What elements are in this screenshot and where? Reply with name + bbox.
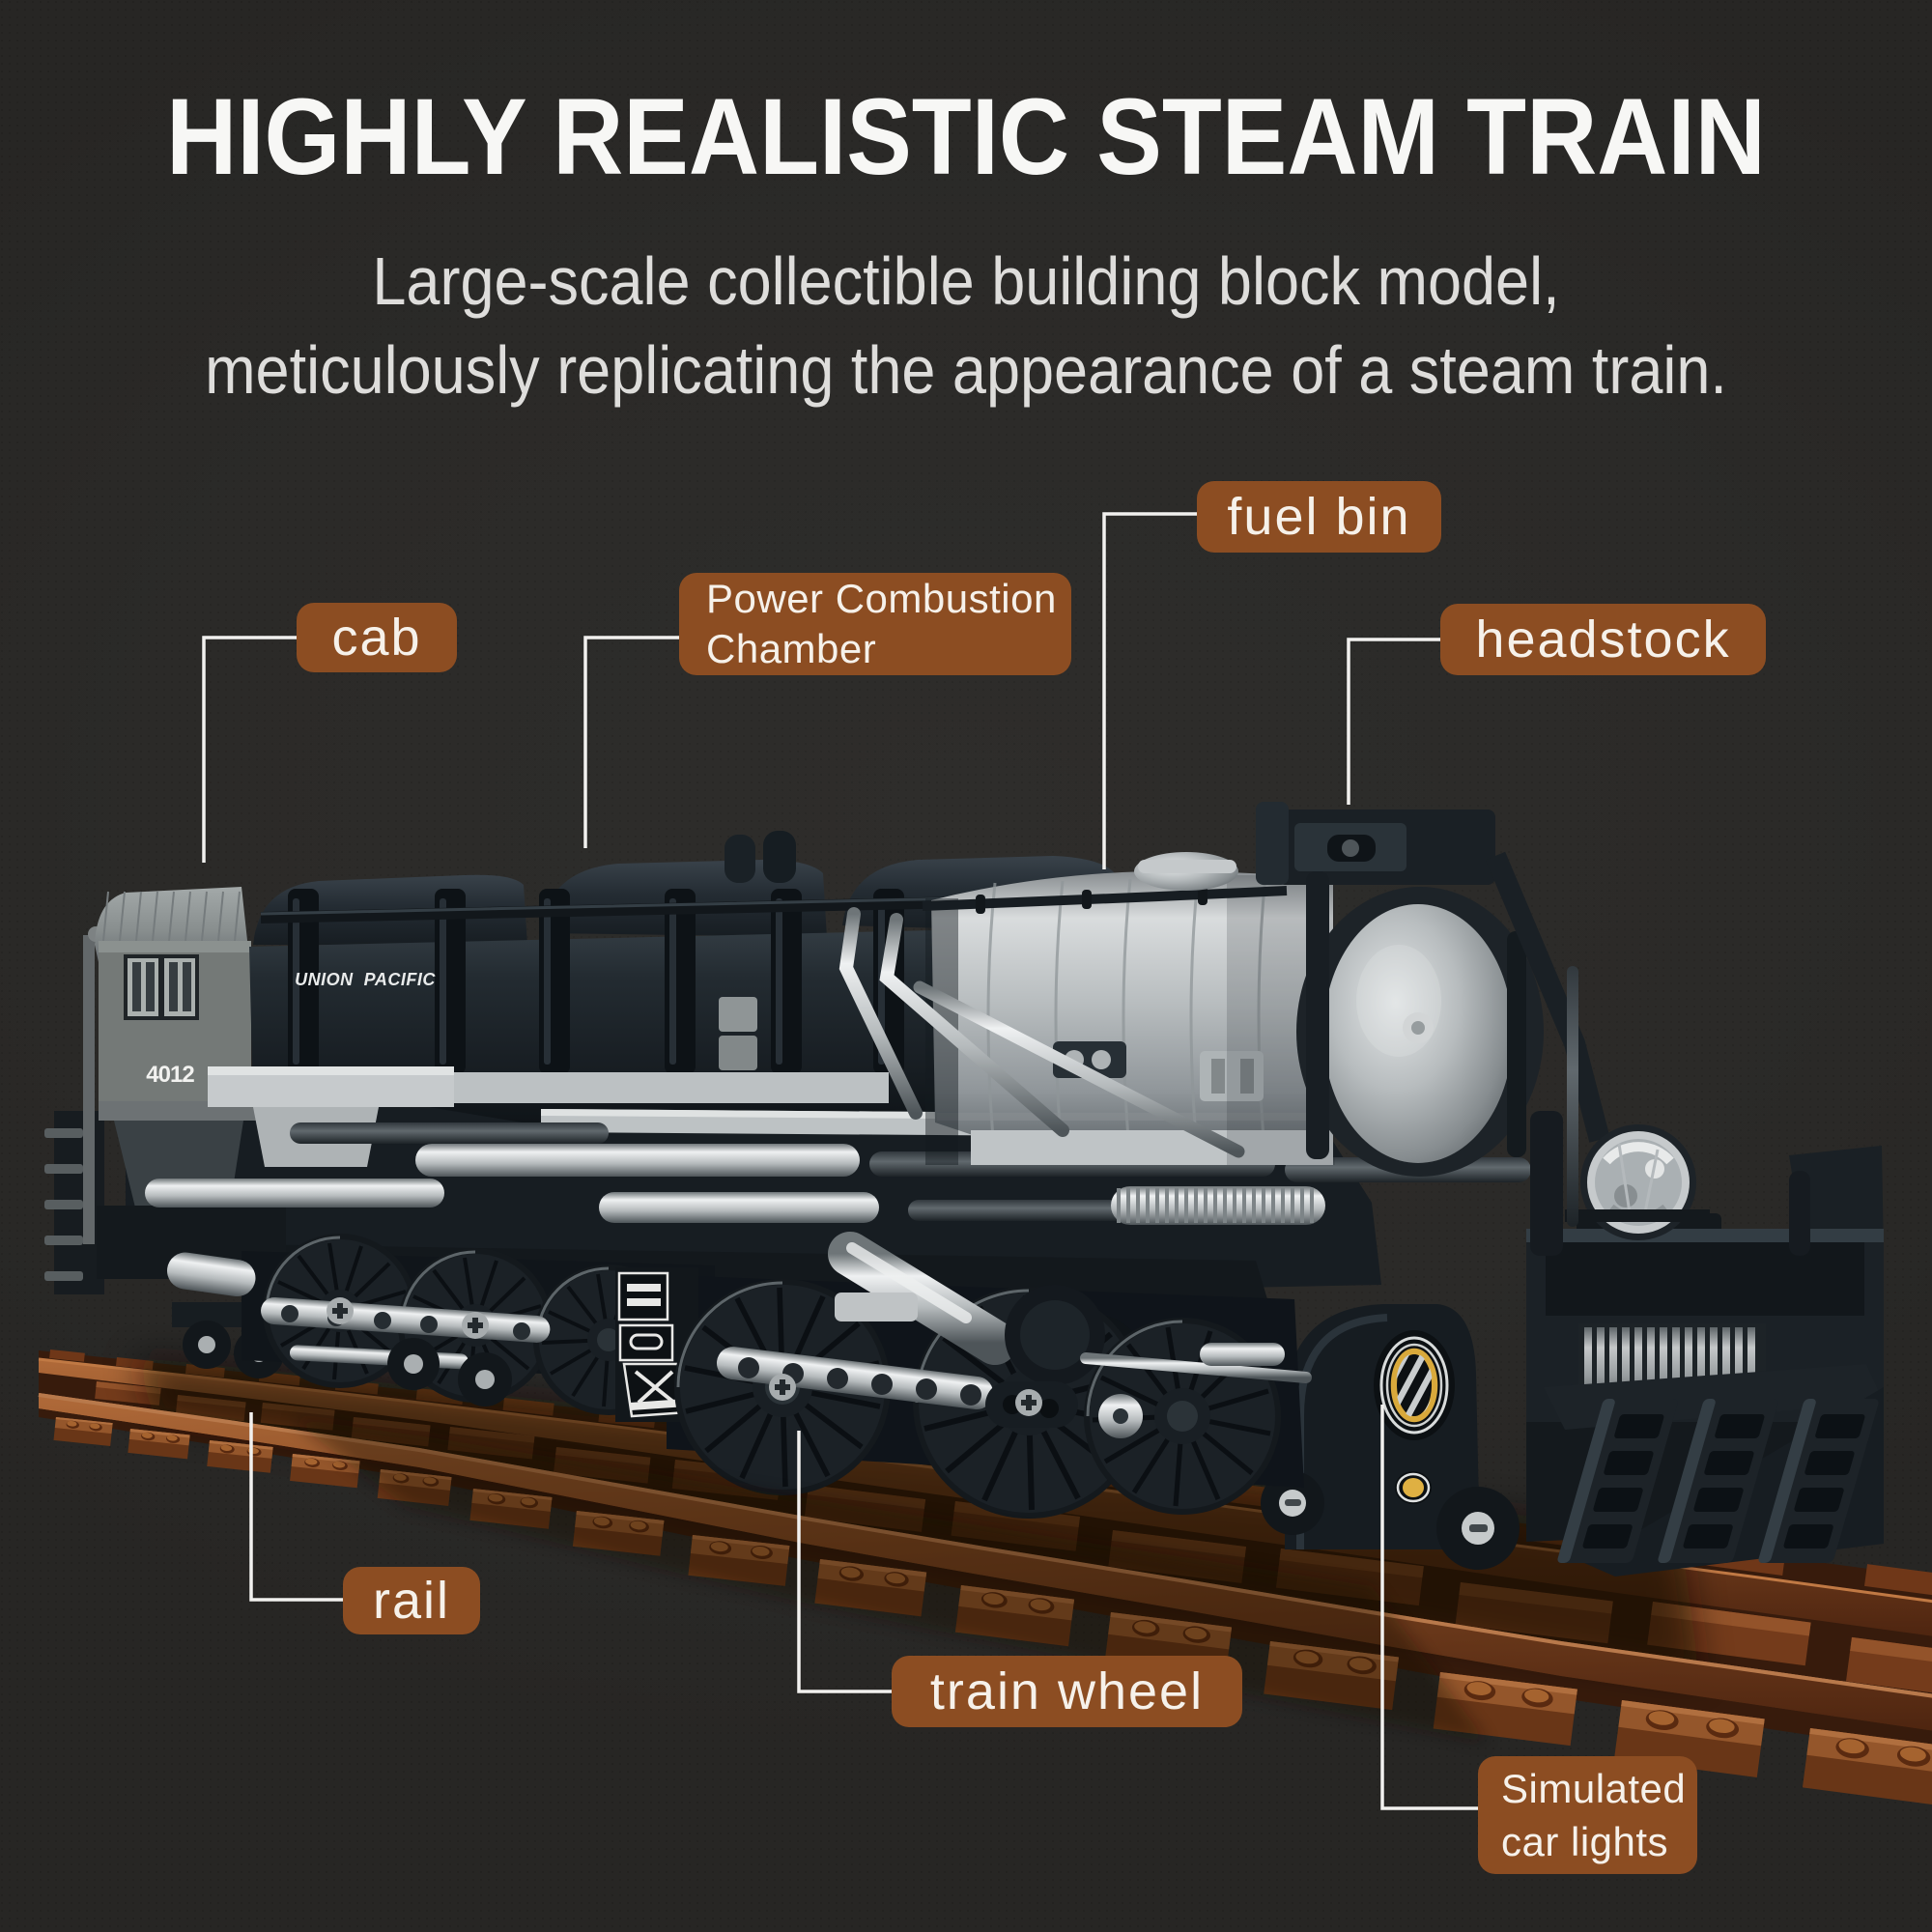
svg-text:4012: 4012: [146, 1062, 194, 1088]
svg-text:UNION PACIFIC: UNION PACIFIC: [295, 970, 436, 989]
